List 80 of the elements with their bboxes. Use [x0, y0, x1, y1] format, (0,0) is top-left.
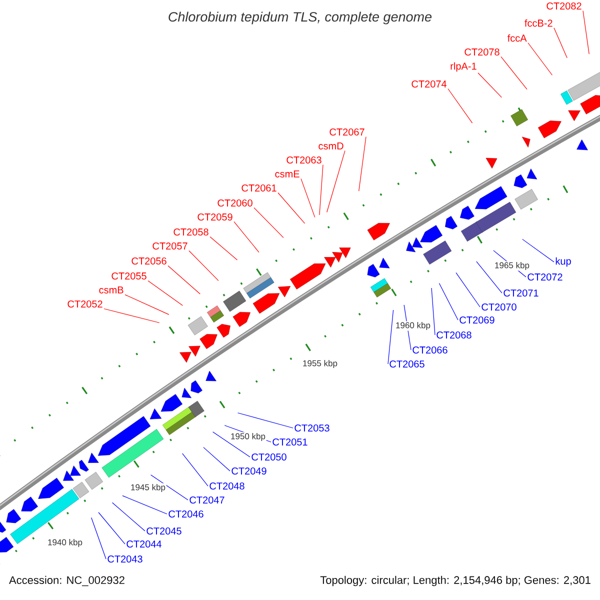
- leader-line: [300, 178, 316, 218]
- gene-label: fccB-2: [524, 19, 552, 27]
- gene-label: CT2082: [546, 2, 582, 10]
- title: Chlorobium tepidum TLS, complete genome: [168, 12, 432, 24]
- gene-label: fccA: [508, 34, 527, 42]
- gene-label: CT2053: [294, 424, 330, 432]
- leader-line: [98, 512, 126, 544]
- scale-label: 1960 kbp: [394, 321, 432, 331]
- leader-line: [554, 28, 568, 58]
- footer-text: Accession: NC_002932: [9, 576, 124, 586]
- gene-label: CT2059: [198, 213, 232, 221]
- leader-line: [388, 310, 394, 364]
- leader-line: [182, 453, 208, 486]
- leader-line: [168, 265, 200, 294]
- gene-label: CT2048: [210, 482, 244, 490]
- gene-label: CT2047: [190, 496, 224, 504]
- gene-label: csmE: [275, 170, 300, 178]
- gene-label: CT2057: [152, 242, 188, 250]
- gene-label: CT2070: [482, 303, 516, 311]
- gene-label: CT2072: [528, 273, 562, 281]
- gene-label: CT2051: [272, 438, 308, 446]
- gene-label: CT2074: [412, 80, 446, 88]
- leader-line: [478, 72, 502, 98]
- gene-label: CT2043: [108, 555, 142, 563]
- leader-line: [319, 164, 324, 216]
- gene-label: rlpA-1: [450, 62, 476, 72]
- scale-label: 1940 kbp: [46, 538, 84, 548]
- leader-line: [188, 250, 219, 281]
- gene-label: CT2068: [436, 331, 472, 339]
- leader-line: [278, 192, 306, 224]
- leader-line: [112, 502, 146, 532]
- gene-label: CT2058: [174, 228, 208, 236]
- leader-line: [522, 238, 554, 262]
- leader-line: [104, 308, 160, 324]
- gene-label: csmB: [99, 286, 124, 294]
- gene-label: CT2044: [126, 540, 162, 548]
- leader-line: [203, 447, 230, 472]
- leader-line: [456, 272, 480, 308]
- leader-line: [210, 236, 238, 260]
- scale-label: 1965 kbp: [494, 261, 530, 271]
- gene-label: CT2045: [146, 527, 182, 535]
- gene-label: CT2056: [132, 257, 166, 265]
- gene-label: CT2050: [252, 453, 286, 461]
- scale-label: 1955 kbp: [302, 359, 338, 369]
- gene-label: CT2078: [464, 48, 500, 56]
- leader-line: [358, 136, 366, 192]
- footer-text: Topology: circular; Length: 2,154,946 bp; Genes: 2,301: [320, 576, 590, 586]
- leader-line: [124, 294, 170, 315]
- gene-label: CT2061: [242, 184, 276, 192]
- leader-line: [438, 282, 458, 320]
- gene-label: CT2046: [168, 510, 204, 518]
- leader-line: [91, 517, 106, 560]
- scale-label: 1945 kbp: [130, 483, 166, 493]
- leader-line: [500, 56, 528, 90]
- leader-line: [431, 288, 436, 336]
- leader-line: [582, 10, 590, 54]
- leader-line: [212, 432, 250, 458]
- gene-label: kup: [556, 257, 571, 267]
- gene-label: CT2065: [390, 360, 424, 368]
- scale-label: 1950 kbp: [230, 432, 266, 442]
- gene-label: CT2063: [286, 156, 322, 164]
- leader-line: [122, 495, 168, 514]
- leader-line: [148, 280, 183, 306]
- leader-line: [326, 150, 346, 213]
- gene-label: CT2069: [460, 316, 494, 324]
- leader-line: [150, 474, 188, 500]
- leader-line: [234, 221, 260, 253]
- gene-label: CT2055: [112, 272, 146, 280]
- gene-label: CT2060: [218, 199, 252, 207]
- leader-line: [476, 261, 502, 294]
- leader-line: [528, 42, 552, 76]
- leader-line: [237, 412, 294, 428]
- leader-line: [448, 88, 473, 124]
- gene-label: CT2049: [232, 467, 266, 475]
- gene-label: csmD: [318, 142, 344, 150]
- gene-label: CT2071: [504, 289, 538, 297]
- gene-label: CT2066: [412, 346, 448, 354]
- gene-label: CT2067: [330, 128, 364, 136]
- gene-label: CT2052: [68, 300, 102, 308]
- leader-line: [254, 207, 284, 238]
